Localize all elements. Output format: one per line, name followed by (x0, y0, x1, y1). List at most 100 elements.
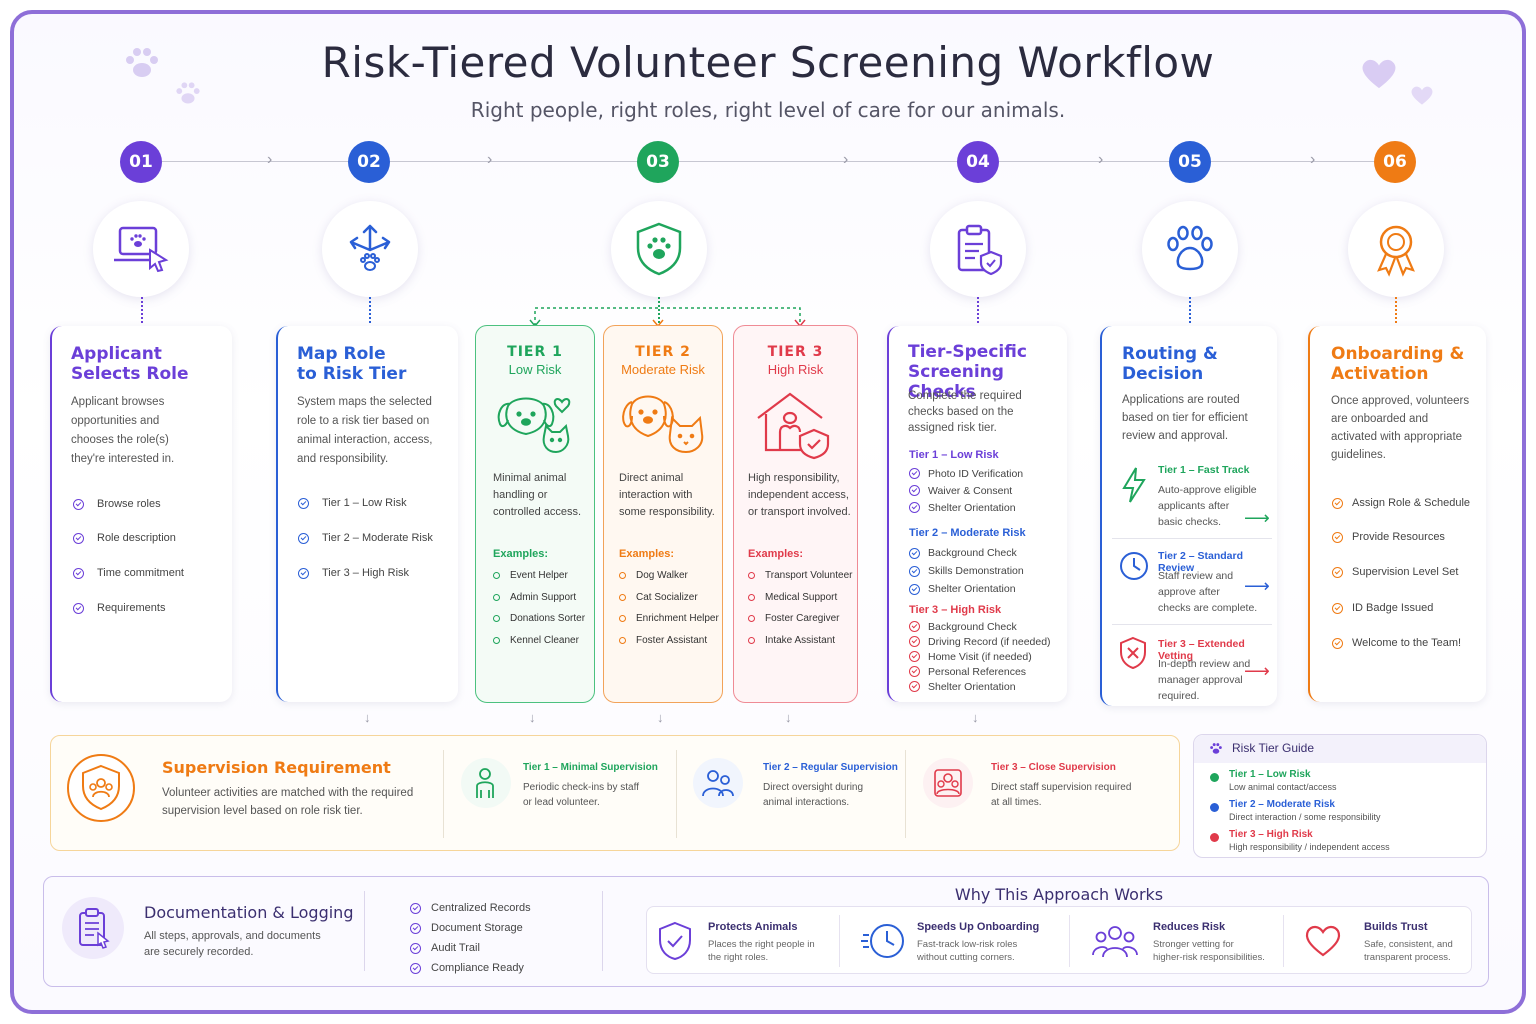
step-title: Onboarding &Activation (1331, 344, 1465, 384)
clipboard-shield-icon (957, 224, 1003, 276)
step-title: Routing &Decision (1122, 344, 1218, 384)
step-badge-02: 02 (348, 141, 390, 183)
divider (602, 891, 603, 971)
bottom-panel: Documentation & Logging All steps, appro… (43, 876, 1489, 987)
connector-dotted (369, 297, 371, 323)
laptop-paw-icon (114, 226, 169, 273)
check-item: Skills Demonstration (909, 562, 1024, 580)
supervision-title: Supervision Requirement (162, 758, 391, 777)
tier-group-label: Tier 3 – High Risk (909, 604, 1002, 616)
example-item: Dog Walker (619, 565, 719, 587)
check-item: Waiver & Consent (909, 482, 1023, 499)
step-icon-circle-04 (930, 201, 1026, 297)
step-badge-06: 06 (1374, 141, 1416, 183)
route-label: Tier 1 – Fast Track (1158, 464, 1250, 476)
connector-dotted (658, 297, 660, 323)
tier-group-label: Tier 2 – Moderate Risk (909, 527, 1026, 539)
check-item: Shelter Orientation (909, 679, 1051, 694)
guide-tier-sub: High responsibility / independent access (1229, 842, 1390, 852)
arrow-down-icon: ↓ (785, 710, 792, 725)
tier-card-3: TIER 3 High Risk High responsibility,ind… (733, 325, 858, 703)
tier-dot (1210, 803, 1219, 812)
heart-decoration-small-icon (1410, 84, 1434, 111)
divider (1112, 624, 1272, 625)
examples-list: Transport Volunteer Medical Support Fost… (748, 565, 852, 651)
guide-tier-label: Tier 2 – Moderate Risk (1229, 799, 1335, 810)
documentation-list: Centralized Records Document Storage Aud… (410, 898, 531, 978)
divider (443, 750, 444, 838)
checklist-item: Document Storage (410, 918, 531, 938)
group-icon (1092, 926, 1138, 958)
why-item-label: Protects Animals (708, 921, 798, 933)
step-badge-03: 03 (637, 141, 679, 183)
arrow-right-icon: ⟶ (1244, 576, 1270, 596)
step-card-05: Routing &Decision Applications are route… (1100, 326, 1277, 706)
award-ribbon-icon (1377, 225, 1415, 277)
arrow-right-icon: › (267, 151, 273, 168)
tier-label: TIER 3 (767, 344, 824, 360)
checklist-item: Tier 1 – Low Risk (298, 497, 407, 509)
tier-dot (1210, 773, 1219, 782)
tier-label: TIER 2 (635, 344, 691, 360)
arrow-right-icon: › (1310, 151, 1316, 168)
divider (364, 891, 365, 971)
person-icon (461, 758, 511, 808)
supervision-level-label: Tier 2 – Regular Supervision (763, 762, 898, 773)
tier-risk: Moderate Risk (621, 362, 705, 377)
examples-label: Examples: (748, 548, 804, 560)
example-item: Kennel Cleaner (493, 630, 585, 652)
checklist-item: Supervision Level Set (1332, 566, 1458, 578)
examples-list: Dog Walker Cat Socializer Enrichment Hel… (619, 565, 719, 651)
paw-icon (1167, 225, 1213, 271)
example-item: Foster Caregiver (748, 608, 852, 630)
step-icon-circle-06 (1348, 201, 1444, 297)
documentation-title: Documentation & Logging (144, 903, 354, 922)
connector-dotted (141, 297, 143, 323)
supervision-level-label: Tier 1 – Minimal Supervision (523, 762, 658, 773)
risk-tier-guide: Risk Tier Guide Tier 1 – Low Risk Low an… (1193, 734, 1487, 858)
check-item: Shelter Orientation (909, 580, 1024, 598)
step-icon-circle-05 (1142, 201, 1238, 297)
shield-team-icon (67, 754, 135, 822)
supervision-level-label: Tier 3 – Close Supervision (991, 762, 1116, 773)
shield-paw-icon (636, 222, 682, 276)
check-item: Background Check (909, 544, 1024, 562)
arrow-down-icon: ↓ (657, 710, 664, 725)
checklist-item: Tier 2 – Moderate Risk (298, 532, 433, 544)
guide-header (1194, 735, 1486, 763)
arrow-down-icon: ↓ (529, 710, 536, 725)
supervision-panel: Supervision Requirement Volunteer activi… (50, 735, 1180, 851)
tier-risk: High Risk (767, 362, 824, 377)
shield-check-icon (659, 921, 691, 961)
clock-icon (1120, 552, 1148, 580)
people-icon (693, 758, 743, 808)
why-title: Why This Approach Works (954, 885, 1164, 904)
divider (676, 750, 677, 838)
checklist-item: Tier 3 – High Risk (298, 567, 409, 579)
connector-dotted (977, 297, 979, 323)
tier-group-label: Tier 1 – Low Risk (909, 449, 999, 461)
checklist-item: Compliance Ready (410, 958, 531, 978)
checklist-item: Browse roles (73, 498, 161, 510)
step-icon-circle-01 (93, 201, 189, 297)
tier-label: TIER 1 (507, 344, 563, 360)
step-card-06: Onboarding &Activation Once approved, vo… (1308, 326, 1486, 702)
checklist-item: ID Badge Issued (1332, 602, 1433, 614)
house-shield-icon (757, 392, 830, 460)
arrow-right-icon: ⟶ (1244, 508, 1270, 528)
example-item: Donations Sorter (493, 608, 585, 630)
why-item-label: Reduces Risk (1153, 921, 1226, 933)
step-badge-05: 05 (1169, 141, 1211, 183)
arrow-down-icon: ↓ (364, 710, 371, 725)
